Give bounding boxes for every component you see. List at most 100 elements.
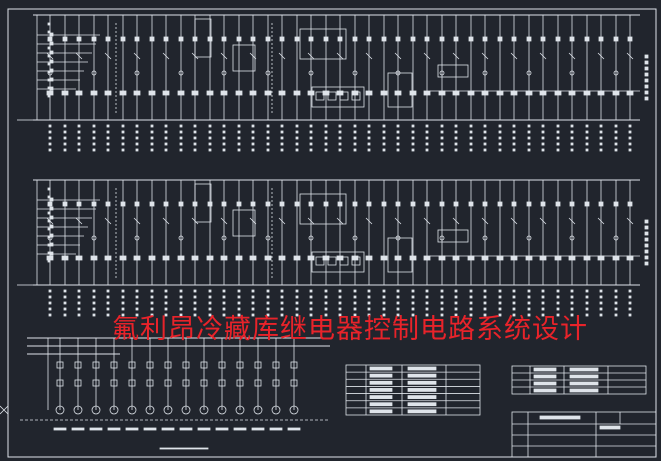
contactor-box — [387, 72, 413, 108]
terminal-dot — [367, 301, 371, 305]
switch-contact — [510, 52, 518, 60]
terminal-dot — [469, 301, 473, 305]
terminal-block — [311, 251, 365, 273]
terminal-dot — [266, 124, 270, 128]
terminal-dot — [353, 148, 357, 152]
contact-mark — [366, 201, 372, 207]
terminal-dot — [556, 295, 560, 299]
terminal-dot — [454, 307, 458, 311]
contact-mark — [424, 201, 430, 207]
rung-contact — [49, 206, 54, 211]
relay-coil — [597, 90, 605, 96]
contact-mark — [91, 36, 97, 42]
terminal-dot — [150, 130, 154, 134]
terminal-dot — [309, 295, 313, 299]
terminal-dot — [382, 313, 386, 317]
terminal-dot — [150, 301, 154, 305]
terminal-dot — [295, 307, 299, 311]
contact-mark — [294, 36, 300, 42]
relay-coil — [322, 255, 330, 261]
terminal-dot — [541, 124, 545, 128]
terminal-dot — [440, 301, 444, 305]
terminal-dot — [585, 130, 589, 134]
relay-coil — [597, 255, 605, 261]
relay-coil — [394, 90, 402, 96]
relay-coil — [278, 90, 286, 96]
switch-contact — [452, 52, 460, 60]
controller-box — [299, 28, 347, 60]
terminal-dot — [338, 301, 342, 305]
terminal-dot — [324, 136, 328, 140]
terminal-dot — [454, 301, 458, 305]
motor-symbol — [253, 405, 263, 415]
terminal-dot — [92, 148, 96, 152]
side-mark — [644, 255, 649, 260]
terminal-dot — [48, 289, 52, 293]
terminal-dot — [295, 130, 299, 134]
terminal-dot — [106, 313, 110, 317]
contact-mark — [540, 201, 546, 207]
terminal-dot — [251, 307, 255, 311]
relay-coil — [264, 255, 272, 261]
relay-coil — [177, 90, 185, 96]
relay-coil — [104, 255, 112, 261]
relay-coil — [554, 90, 562, 96]
terminal-dot — [251, 289, 255, 293]
indicator-lamp — [265, 235, 271, 241]
terminal-dot — [208, 148, 212, 152]
relay-coil — [394, 255, 402, 261]
terminal-dot — [280, 295, 284, 299]
terminal-dot — [92, 301, 96, 305]
side-mark — [644, 96, 649, 101]
terminal-dot — [411, 130, 415, 134]
relay-coil — [264, 90, 272, 96]
feeder-label-bar — [197, 427, 211, 431]
breaker-box — [128, 361, 136, 369]
terminal-dot — [353, 124, 357, 128]
relay-group-box — [232, 209, 256, 237]
terminal-dot — [222, 142, 226, 146]
terminal-dot — [353, 289, 357, 293]
contact-mark — [410, 36, 416, 42]
terminal-dot — [628, 142, 632, 146]
terminal-dot — [338, 136, 342, 140]
terminal-dot — [541, 301, 545, 305]
terminal-dot — [440, 148, 444, 152]
feeder-label-bar — [251, 427, 265, 431]
terminal-dot — [77, 142, 81, 146]
terminal-dot — [469, 313, 473, 317]
terminal-dot — [440, 136, 444, 140]
breaker-box — [164, 361, 172, 369]
terminal-dot — [396, 136, 400, 140]
terminal-dot — [411, 142, 415, 146]
terminal-dot — [556, 124, 560, 128]
terminal-dot — [266, 295, 270, 299]
terminal-dot — [527, 307, 531, 311]
terminal-dot — [512, 130, 516, 134]
overload-box — [290, 379, 298, 387]
terminal-dot — [179, 307, 183, 311]
terminal-dot — [135, 289, 139, 293]
terminal-dot — [498, 130, 502, 134]
terminal-dot — [599, 295, 603, 299]
rung-contact — [49, 224, 54, 229]
terminal-cell — [351, 256, 361, 266]
terminal-dot — [193, 136, 197, 140]
terminal-dot — [280, 307, 284, 311]
indicator-lamp — [308, 235, 314, 241]
table-cell-text — [369, 395, 393, 399]
table-cell-text — [533, 388, 557, 393]
contact-mark — [236, 36, 242, 42]
rung-contact — [49, 59, 54, 64]
terminal-dot — [556, 289, 560, 293]
contact-mark — [279, 36, 285, 42]
contact-mark — [395, 36, 401, 42]
contact-mark — [497, 201, 503, 207]
breaker-box — [110, 361, 118, 369]
terminal-dot — [469, 130, 473, 134]
terminal-dot — [164, 148, 168, 152]
terminal-dot — [48, 136, 52, 140]
terminal-dot — [48, 142, 52, 146]
terminal-dot — [411, 124, 415, 128]
